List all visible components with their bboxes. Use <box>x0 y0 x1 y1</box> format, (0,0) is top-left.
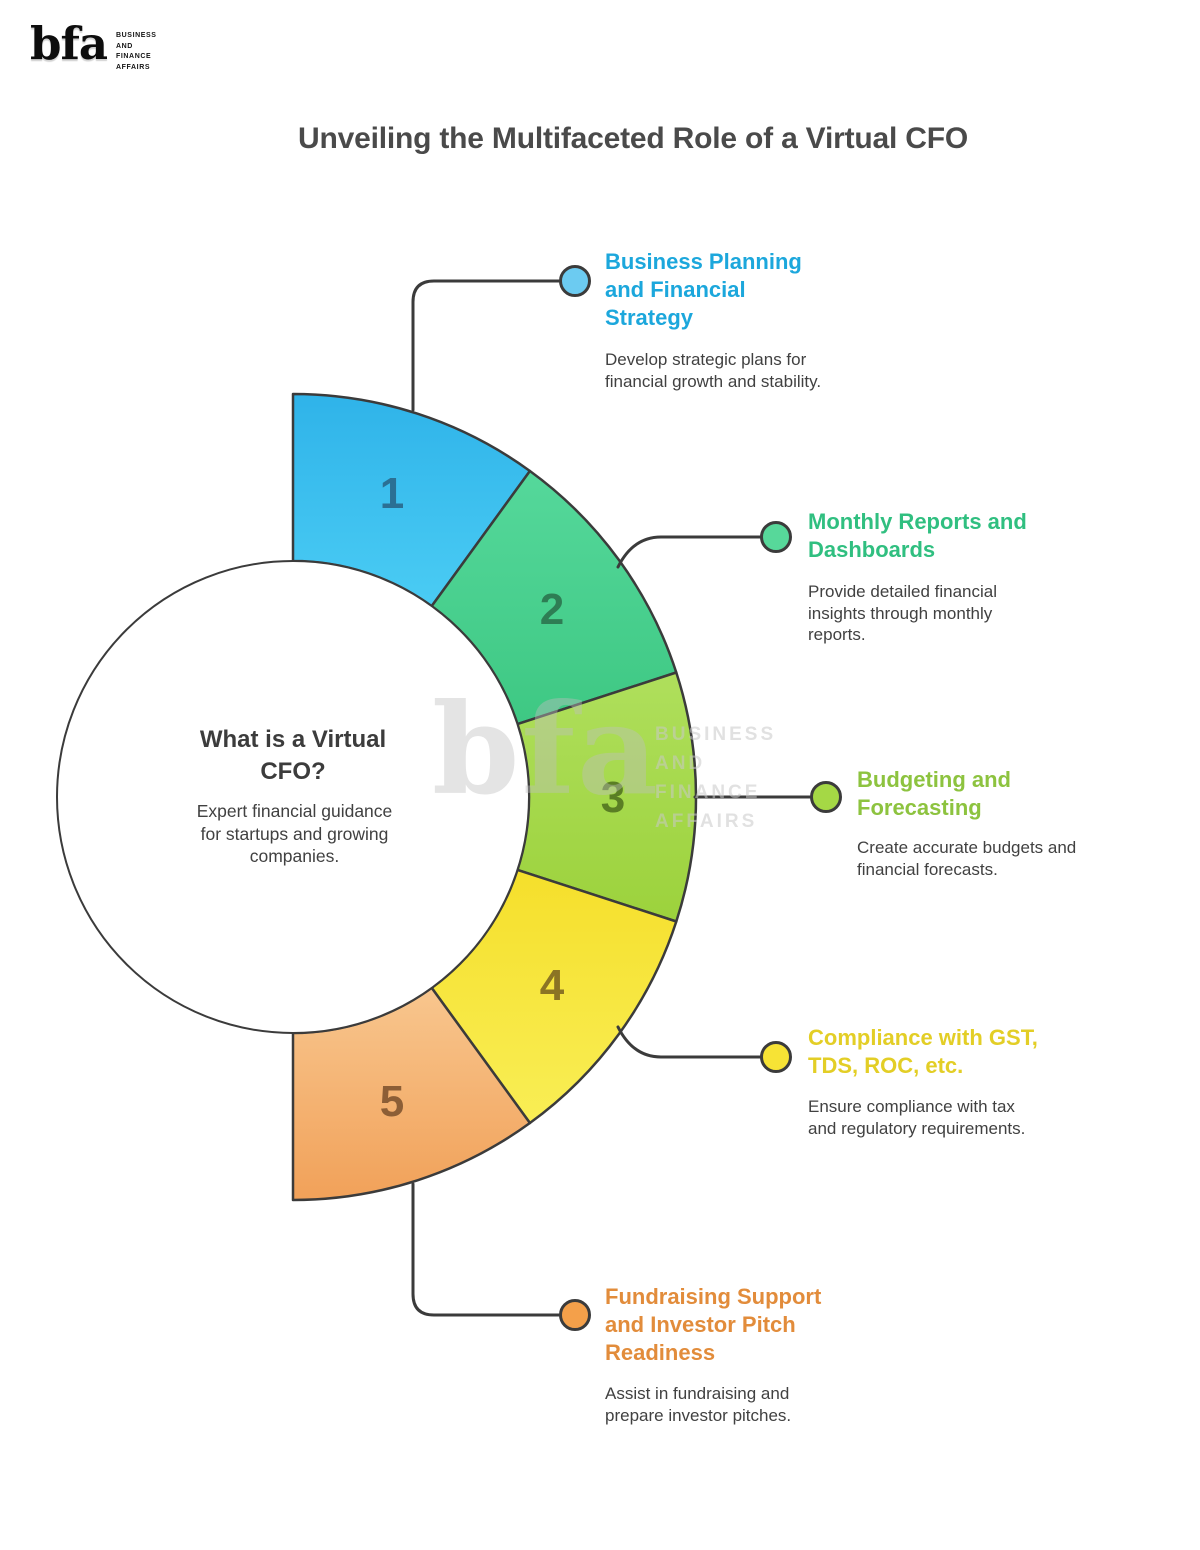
center-circle <box>56 560 530 1034</box>
callout-description-5: Assist in fundraising and prepare invest… <box>605 1384 792 1425</box>
callout-description-1: Develop strategic plans for financial gr… <box>605 350 822 391</box>
logo-tagline-line: FINANCE <box>115 53 152 60</box>
connector-line-4 <box>616 1025 762 1059</box>
callout-heading-5: Fundraising Support and Investor Pitch R… <box>605 1284 822 1365</box>
callout-heading-2: Monthly Reports and Dashboards <box>808 509 1027 562</box>
callout-description-3: Create accurate budgets and financial fo… <box>857 838 1077 879</box>
callout-heading-1: Business Planning and Financial Strategy <box>605 249 802 330</box>
connector-line-1 <box>411 279 561 412</box>
logo-wordmark: bfa <box>30 17 108 70</box>
segment-number-1: 1 <box>380 469 404 518</box>
page-title: Unveiling the Multifaceted Role of a Vir… <box>298 122 968 155</box>
callout-heading-3: Budgeting and Forecasting <box>857 767 1011 820</box>
logo-tagline-line: BUSINESS <box>115 32 157 39</box>
callout-description-4: Ensure compliance with tax and regulator… <box>808 1097 1026 1138</box>
segment-number-5: 5 <box>380 1077 404 1126</box>
callout-heading-4: Compliance with GST, TDS, ROC, etc. <box>808 1025 1038 1078</box>
segment-number-3: 3 <box>601 773 625 822</box>
callout-description-2: Provide detailed financial insights thro… <box>808 582 998 644</box>
segment-number-4: 4 <box>540 961 565 1010</box>
connector-line-2 <box>616 535 762 569</box>
connector-dot-1 <box>559 265 591 297</box>
connector-dot-5 <box>559 1299 591 1331</box>
bfa-logo: bfa BUSINESS AND FINANCE AFFAIRS <box>30 17 157 73</box>
connector-dot-2 <box>760 521 792 553</box>
center-heading: What is a Virtual CFO? <box>199 726 387 785</box>
logo-tagline: BUSINESS AND FINANCE AFFAIRS <box>116 22 157 73</box>
connector-dot-3 <box>810 781 842 813</box>
segment-number-2: 2 <box>540 585 564 634</box>
connector-dot-4 <box>760 1041 792 1073</box>
logo-tagline-line: AND <box>115 42 133 50</box>
center-description: Expert financial guidance for startups a… <box>196 801 393 866</box>
logo-tagline-line: AFFAIRS <box>115 63 151 71</box>
connector-line-5 <box>411 1182 561 1317</box>
